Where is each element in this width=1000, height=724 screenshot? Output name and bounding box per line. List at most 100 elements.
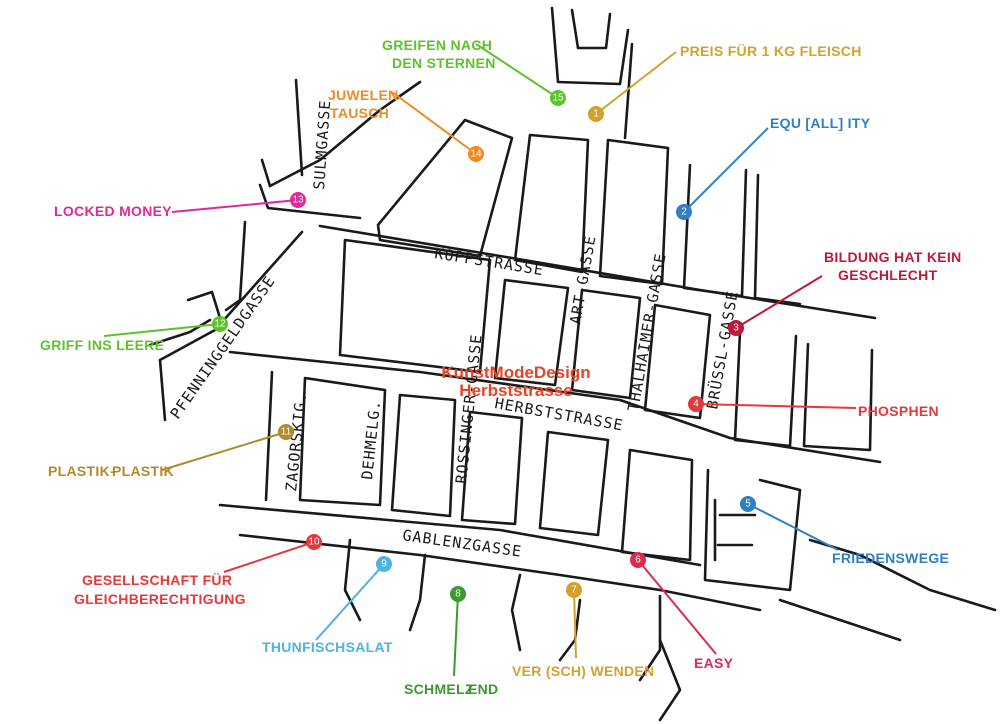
marker-3[interactable]: 3 BILDUNG HAT KEIN GESCHLECHT bbox=[728, 249, 962, 336]
street-label-brussl: BRÜSSL-GASSE bbox=[702, 289, 742, 411]
marker-label[interactable]: PHOSPHEN bbox=[858, 403, 939, 419]
marker-label[interactable]: PLASTIK- bbox=[48, 463, 115, 479]
marker-number: 5 bbox=[745, 499, 751, 510]
marker-number: 8 bbox=[455, 589, 461, 600]
marker-dot[interactable] bbox=[212, 316, 228, 332]
block bbox=[148, 318, 212, 347]
koppstrasse-road bbox=[318, 224, 877, 320]
marker-number: 3 bbox=[733, 323, 739, 334]
marker-label-line2[interactable]: TAUSCH bbox=[330, 105, 389, 121]
marker-leader-line bbox=[573, 589, 577, 659]
marker-label[interactable]: GREIFEN NACH bbox=[382, 37, 492, 53]
marker-leader-line bbox=[735, 275, 823, 329]
block bbox=[538, 430, 610, 537]
marker-label[interactable]: JUWELEN bbox=[328, 87, 399, 103]
marker-label[interactable]: SCHMELZ bbox=[404, 681, 474, 697]
marker-dot[interactable] bbox=[376, 556, 392, 572]
block bbox=[638, 594, 662, 682]
marker-leader-line bbox=[595, 51, 677, 115]
block bbox=[298, 376, 387, 507]
marker-dot[interactable] bbox=[306, 534, 322, 550]
marker-label-line2[interactable]: GESCHLECHT bbox=[838, 267, 938, 283]
block bbox=[268, 80, 422, 188]
marker-dot[interactable] bbox=[688, 396, 704, 412]
block bbox=[258, 183, 362, 220]
marker-label[interactable]: VER (SCH) WENDEN bbox=[512, 663, 654, 679]
block bbox=[224, 220, 247, 312]
marker-dot[interactable] bbox=[550, 90, 566, 106]
marker-14[interactable]: 14 JUWELEN TAUSCH bbox=[328, 87, 484, 162]
street-label-artgasse: ART-GASSE bbox=[566, 234, 599, 326]
marker-label[interactable]: PREIS FÜR 1 KG FLEISCH bbox=[680, 43, 862, 59]
herbststrasse-road bbox=[228, 350, 882, 464]
marker-dot[interactable] bbox=[740, 496, 756, 512]
marker-leader-line bbox=[637, 559, 717, 655]
street-labels: KOPPSTRASSE HERBSTSTRASSE GABLENZGASSE P… bbox=[167, 99, 742, 561]
marker-label-line2[interactable]: GLEICHBERECHTIGUNG bbox=[74, 591, 246, 607]
marker-dot[interactable] bbox=[278, 424, 294, 440]
marker-label[interactable]: EQU [ALL] ITY bbox=[770, 115, 871, 131]
marker-dot[interactable] bbox=[566, 582, 582, 598]
block bbox=[343, 538, 362, 622]
marker-2[interactable]: 2 EQU [ALL] ITY bbox=[676, 115, 871, 220]
block bbox=[390, 393, 457, 518]
block bbox=[703, 468, 802, 592]
marker-number: 9 bbox=[381, 559, 387, 570]
marker-label[interactable]: FRIEDENSWEGE bbox=[832, 550, 949, 566]
marker-leader-line bbox=[391, 91, 477, 155]
marker-number: 14 bbox=[470, 149, 482, 160]
block bbox=[408, 553, 427, 632]
block bbox=[753, 173, 802, 306]
marker-number: 12 bbox=[214, 319, 226, 330]
marker-dot[interactable] bbox=[630, 552, 646, 568]
marker-leader-line bbox=[171, 199, 299, 213]
marker-label[interactable]: GRIFF INS LEERE bbox=[40, 337, 164, 353]
marker-label[interactable]: LOCKED MONEY bbox=[54, 203, 172, 219]
block bbox=[682, 163, 748, 298]
gablenzgasse-road bbox=[238, 533, 762, 612]
block bbox=[158, 230, 304, 422]
marker-label[interactable]: EASY bbox=[694, 655, 734, 671]
block bbox=[733, 330, 798, 448]
marker-15[interactable]: 15 GREIFEN NACH DEN STERNEN bbox=[382, 37, 566, 106]
marker-dot[interactable] bbox=[676, 204, 692, 220]
markers-layer: 1 PREIS FÜR 1 KG FLEISCH 2 EQU [ALL] ITY 3 BI… bbox=[40, 37, 962, 697]
venue-title-line1: KunstModeDesign bbox=[441, 363, 590, 382]
block bbox=[570, 8, 612, 50]
marker-number: 2 bbox=[681, 207, 687, 218]
marker-label[interactable]: GESELLSCHAFT FÜR bbox=[82, 572, 232, 588]
marker-leader-line bbox=[161, 431, 287, 471]
marker-label-line2[interactable]: END bbox=[468, 681, 498, 697]
marker-1[interactable]: 1 PREIS FÜR 1 KG FLEISCH bbox=[588, 43, 862, 122]
marker-dot[interactable] bbox=[728, 320, 744, 336]
marker-number: 15 bbox=[552, 93, 564, 104]
street-label-zagorskig: ZAGORSKIG. bbox=[282, 391, 310, 493]
marker-leader-line bbox=[453, 593, 459, 677]
marker-dot[interactable] bbox=[450, 586, 466, 602]
marker-label[interactable]: BILDUNG HAT KEIN bbox=[824, 249, 962, 265]
block bbox=[570, 288, 642, 400]
block bbox=[493, 278, 570, 387]
marker-dot[interactable] bbox=[290, 192, 306, 208]
marker-dot[interactable] bbox=[468, 146, 484, 162]
marker-leader-line bbox=[223, 541, 315, 573]
marker-label-line2[interactable]: PLASTIK bbox=[112, 463, 174, 479]
block bbox=[376, 118, 514, 258]
marker-label[interactable]: THUNFISCHSALAT bbox=[262, 639, 393, 655]
marker-leader-line bbox=[695, 403, 857, 409]
marker-number: 1 bbox=[593, 109, 599, 120]
marker-label-line2[interactable]: DEN STERNEN bbox=[392, 55, 496, 71]
block bbox=[550, 6, 630, 86]
marker-dot[interactable] bbox=[588, 106, 604, 122]
